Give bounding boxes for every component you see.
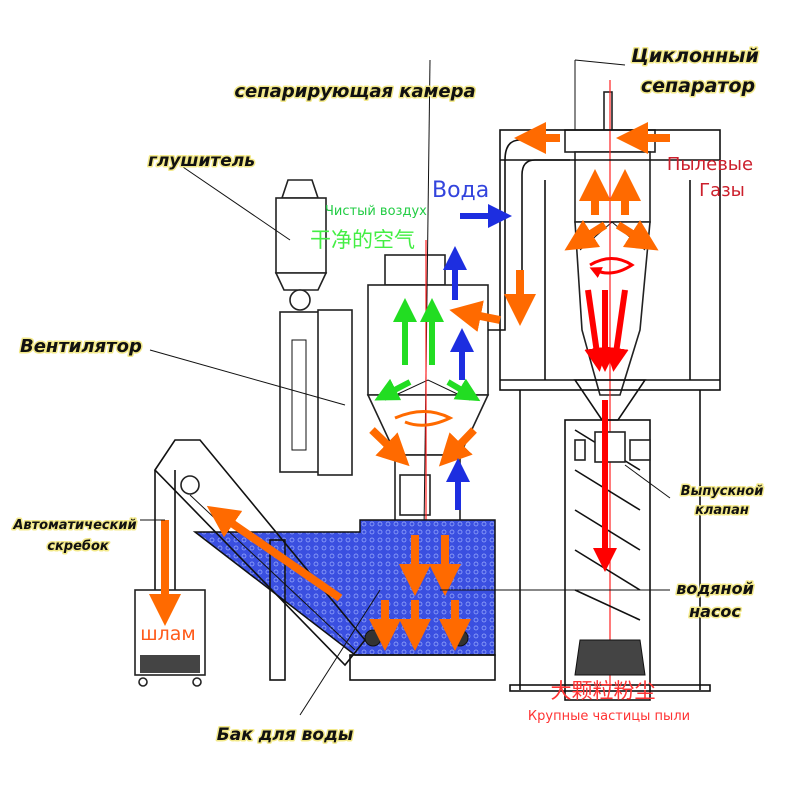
orange-flow-arrows xyxy=(149,122,670,651)
separating-chamber xyxy=(366,59,490,531)
label-silencer: глушитель xyxy=(148,151,255,171)
label-cyclone-separator: Циклонный xyxy=(631,45,759,67)
silencer xyxy=(274,179,353,476)
label-automatic-scraper-2: скребок xyxy=(47,539,110,554)
label-water-tank: Бак для воды xyxy=(217,725,353,745)
label-dust-gas: Пылевые xyxy=(667,154,753,175)
label-separating-chamber: сепарирующая камера xyxy=(234,81,475,102)
label-coarse-dust: Крупные частицы пыли xyxy=(528,709,690,724)
label-automatic-scraper: Автоматический xyxy=(12,518,136,533)
label-sludge: шлам xyxy=(140,623,196,645)
label-dust-gas-2: Газы xyxy=(699,180,745,201)
blue-flow-arrows xyxy=(443,204,512,510)
label-water: Вода xyxy=(432,178,489,203)
red-flow-arrows xyxy=(584,257,635,572)
label-discharge-valve-2: клапан xyxy=(695,503,749,518)
label-cyclone-separator-2: сепаратор xyxy=(641,75,755,97)
green-flow-arrows xyxy=(374,298,481,402)
label-clean-air: Чистый воздух xyxy=(325,204,427,219)
label-discharge-valve: Выпускной xyxy=(681,484,764,499)
label-water-pump: водяной xyxy=(676,579,754,598)
leader-lines xyxy=(140,59,671,716)
water-tank xyxy=(192,519,496,681)
label-water-pump-2: насос xyxy=(689,602,741,621)
label-fan: Вентилятор xyxy=(20,336,142,357)
label-coarse-dust-cn: 大颗粒粉尘 xyxy=(551,679,656,703)
label-clean-air-cn: 干净的空气 xyxy=(310,228,415,252)
swirl-icon xyxy=(394,410,454,427)
